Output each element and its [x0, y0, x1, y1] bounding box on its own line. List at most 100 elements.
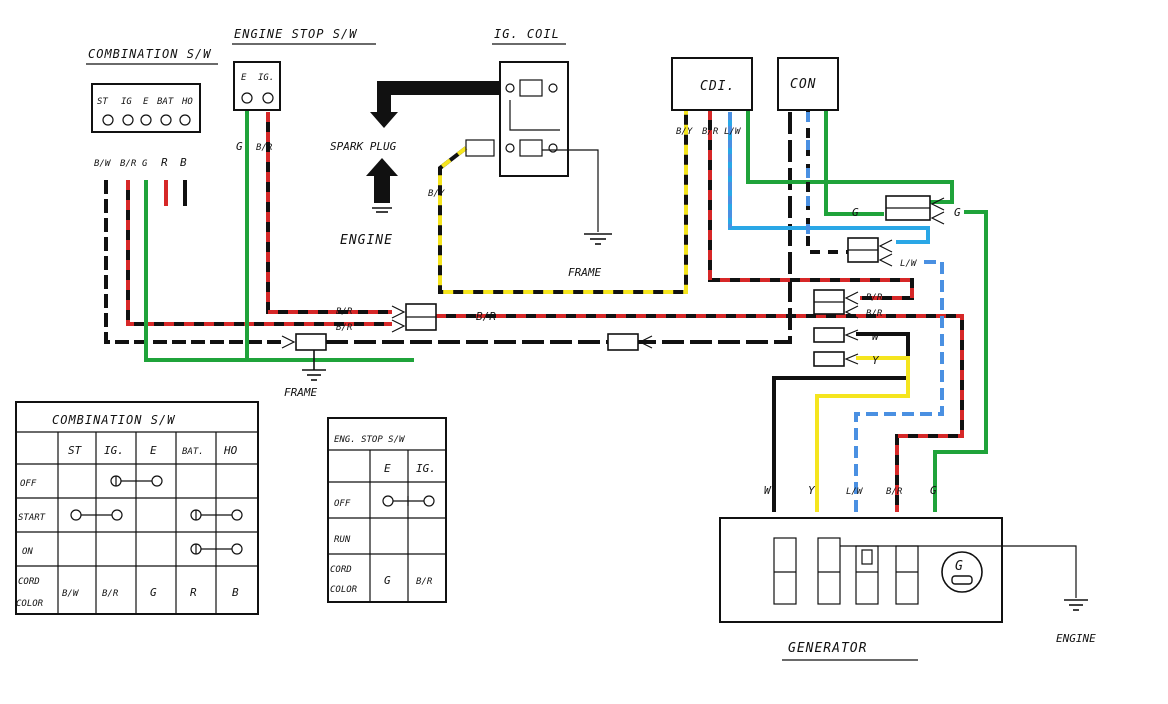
table-header: HO — [223, 444, 238, 457]
wires — [104, 110, 988, 512]
row-label: CORD — [18, 577, 40, 587]
wire-bw — [104, 180, 282, 344]
wire-label: B/Y — [676, 127, 693, 137]
terminal-label: IG. — [258, 73, 274, 83]
spark-plug: SPARK PLUG ENGINE B/Y — [330, 140, 445, 248]
wire-label: G — [236, 140, 243, 153]
generator-title: GENERATOR — [788, 641, 867, 656]
row-label: OFF — [20, 479, 37, 489]
wire-g-gen — [933, 210, 988, 512]
connector-label: W — [872, 330, 880, 343]
cord-color: B/W — [62, 589, 80, 599]
terminal-label: E — [241, 73, 247, 83]
terminal-label: BAT — [157, 97, 174, 107]
wire-label: L/W — [724, 127, 742, 137]
connector-label: G — [852, 206, 859, 219]
combination-switch-title: COMBINATION S/W — [88, 47, 212, 61]
cdi-unit: CDI. B/Y B/R L/W — [671, 57, 753, 137]
wire-label: B/W — [94, 159, 112, 169]
generator: W Y L/W B/R G G GENERATOR ENGINE — [719, 484, 1096, 661]
row-label: COLOR — [330, 585, 358, 595]
table-title: COMBINATION S/W — [52, 413, 176, 427]
engine-stop-switch-title: ENGINE STOP S/W — [234, 27, 358, 41]
connector-label: B/R — [336, 323, 353, 333]
row-label: RUN — [334, 535, 351, 545]
gen-wire-label: L/W — [846, 487, 864, 497]
wire-y-gen — [815, 356, 910, 512]
wire-br-stop-red — [266, 112, 392, 314]
cord-color: G — [150, 586, 157, 599]
table-header: IG. — [416, 462, 436, 475]
connector-label: B/R — [476, 310, 496, 323]
table-header: ST — [68, 444, 83, 457]
terminal-label: HO — [181, 97, 193, 107]
connector-label: B/R — [866, 309, 883, 319]
table-title: ENG. STOP S/W — [334, 435, 406, 445]
wire-label: R — [161, 156, 168, 169]
engine-top-label: ENGINE — [340, 233, 393, 248]
generator-symbol: G — [955, 559, 964, 574]
wire-g-con — [824, 110, 884, 216]
wire-br-combo-red — [126, 180, 392, 326]
wire-label: G — [142, 159, 148, 169]
wire-br-main-black — [436, 314, 964, 512]
table-header: IG. — [104, 444, 124, 457]
row-label: ON — [22, 547, 33, 557]
wire-label: B — [180, 156, 187, 169]
cdi-label: CDI. — [700, 79, 735, 94]
engine-stop-table: ENG. STOP S/W E IG. OFF RUN CORD COLOR G… — [327, 417, 447, 603]
cord-color: R — [190, 586, 197, 599]
wire-br-cdi-red — [708, 110, 914, 300]
connector-label: L/W — [900, 259, 918, 269]
gen-wire-label: B/R — [886, 487, 903, 497]
row-label: START — [18, 513, 46, 523]
ig-coil: IG. COIL — [370, 27, 599, 232]
wire-br-cdi-black — [708, 110, 914, 300]
gen-wire-label: W — [764, 484, 772, 497]
combination-switch: COMBINATION S/W ST IG E BAT HO B/W B/R G… — [86, 47, 218, 169]
connector-label: B/R — [866, 293, 883, 303]
frame-ground-coil: FRAME — [568, 233, 612, 279]
engine-stop-switch: ENGINE STOP S/W E IG. G B/R — [232, 27, 376, 153]
table-header: E — [150, 444, 157, 457]
frame-coil-label: FRAME — [568, 266, 601, 279]
wire-label: B/R — [120, 159, 137, 169]
wire-lw-cdi — [728, 112, 930, 244]
coil-wire-label: B/Y — [428, 189, 445, 199]
cord-color: B/R — [416, 577, 433, 587]
connector-label: B/R — [336, 307, 353, 317]
cord-color: G — [384, 574, 391, 587]
combination-switch-table: COMBINATION S/W ST IG. E BAT. HO OFF STA… — [15, 401, 259, 615]
wire-label: B/R — [256, 143, 273, 153]
table-header: E — [384, 462, 391, 475]
wire-g-combo — [144, 180, 414, 362]
spark-plug-label: SPARK PLUG — [330, 140, 397, 153]
row-label: COLOR — [16, 599, 44, 609]
frame-bottom-label: FRAME — [284, 386, 317, 399]
wire-lw-gen — [854, 260, 944, 512]
frame-ground-bottom: FRAME — [284, 350, 326, 399]
row-label: CORD — [330, 565, 352, 575]
terminal-label: ST — [97, 97, 108, 107]
wire-label: B/R — [702, 127, 719, 137]
wire-con-black — [806, 110, 848, 254]
connectors: B/R B/R B/R G G L/W B/R B/R W Y — [281, 195, 961, 367]
gen-wire-label: Y — [808, 484, 816, 497]
con-unit: CON — [777, 57, 839, 111]
continuity-symbols — [382, 495, 435, 507]
wire-frame-black — [326, 110, 792, 344]
terminal-label: IG — [121, 97, 132, 107]
engine-bottom-label: ENGINE — [1056, 632, 1096, 645]
cord-color: B — [232, 586, 239, 599]
cord-color: B/R — [102, 589, 119, 599]
wire-g-cdi — [746, 110, 954, 204]
gen-wire-label: G — [930, 484, 937, 497]
wire-by-yellow — [438, 110, 688, 294]
terminal-label: E — [143, 97, 149, 107]
continuity-symbols — [70, 475, 243, 555]
table-header: BAT. — [182, 447, 204, 457]
ig-coil-title: IG. COIL — [494, 27, 560, 41]
wire-br-main-red — [436, 314, 964, 512]
connector-label: Y — [872, 354, 880, 367]
